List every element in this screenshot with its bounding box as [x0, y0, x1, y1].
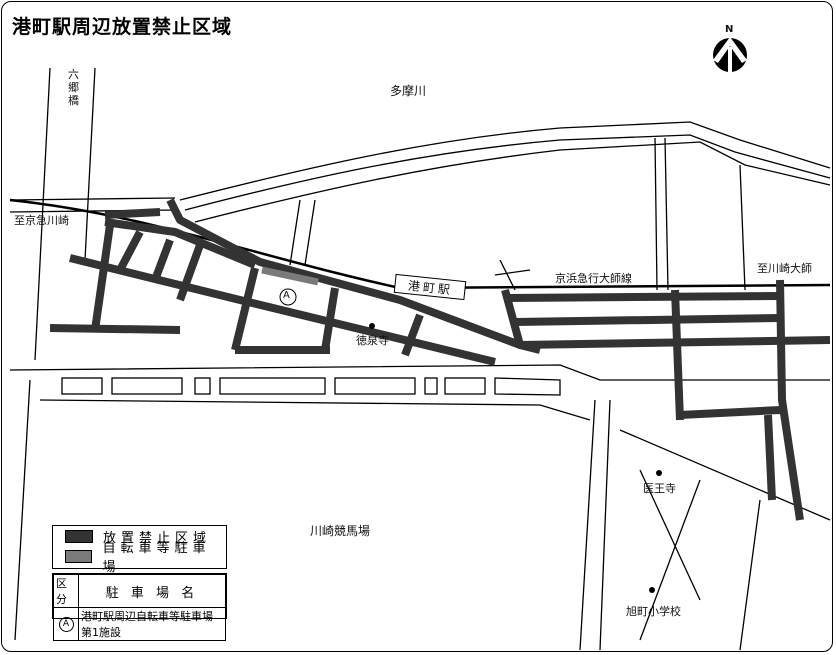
racecourse-label: 川崎競馬場	[310, 524, 371, 538]
legend-label: 自転車等駐車場	[102, 541, 211, 575]
road	[494, 259, 531, 291]
north-label: N	[725, 24, 734, 35]
railway-label: 京浜急行大師線	[555, 272, 632, 285]
legend-item: 自転車等駐車場	[53, 541, 226, 575]
map-title: 港町駅周辺放置禁止区域	[12, 16, 233, 38]
direction-label: 至京急川崎	[14, 214, 69, 227]
parking-marker-circle	[279, 288, 297, 306]
river-label: 多摩川	[390, 84, 427, 98]
bridge-label: 六郷橋	[68, 68, 79, 107]
table-header: 駐 車 場 名	[78, 574, 226, 608]
school-label: 旭町小学校	[626, 605, 681, 618]
bicycle-parking	[261, 266, 319, 286]
road	[654, 137, 746, 291]
road	[9, 364, 830, 381]
direction-label: 至川崎大師	[757, 262, 812, 275]
temple-dot	[656, 470, 662, 476]
road	[619, 429, 831, 651]
road	[289, 199, 316, 266]
parking-table: 区分駐 車 場 名 A 港町駅周辺自転車等駐車場第1施設	[52, 573, 227, 641]
river-bank	[194, 141, 831, 223]
parking-marker: A	[283, 290, 290, 301]
north-arrow-icon	[713, 37, 747, 73]
legend-label: 放置禁止区域	[103, 530, 212, 546]
parking-marker: A	[58, 617, 74, 632]
road	[14, 379, 611, 651]
legend-swatch	[65, 529, 93, 543]
table-header: 区分	[53, 574, 79, 608]
bridge-road	[34, 67, 96, 361]
river-bank	[179, 121, 831, 201]
temple-label: 徳泉寺	[356, 334, 389, 347]
legend-swatch	[65, 549, 93, 563]
station-box	[393, 273, 467, 301]
temple-label: 医王寺	[643, 482, 676, 495]
legend: 放置禁止区域 自転車等駐車場	[52, 525, 227, 575]
table-row: A 港町駅周辺自転車等駐車場第1施設	[53, 607, 226, 641]
blocks	[39, 377, 591, 421]
parking-name: 港町駅周辺自転車等駐車場第1施設	[78, 607, 226, 641]
school-dot	[649, 587, 655, 593]
river-bank	[184, 134, 831, 211]
prohibited-zone	[49, 198, 831, 521]
legend-item: 放置禁止区域	[53, 526, 226, 546]
temple-dot	[369, 323, 375, 329]
